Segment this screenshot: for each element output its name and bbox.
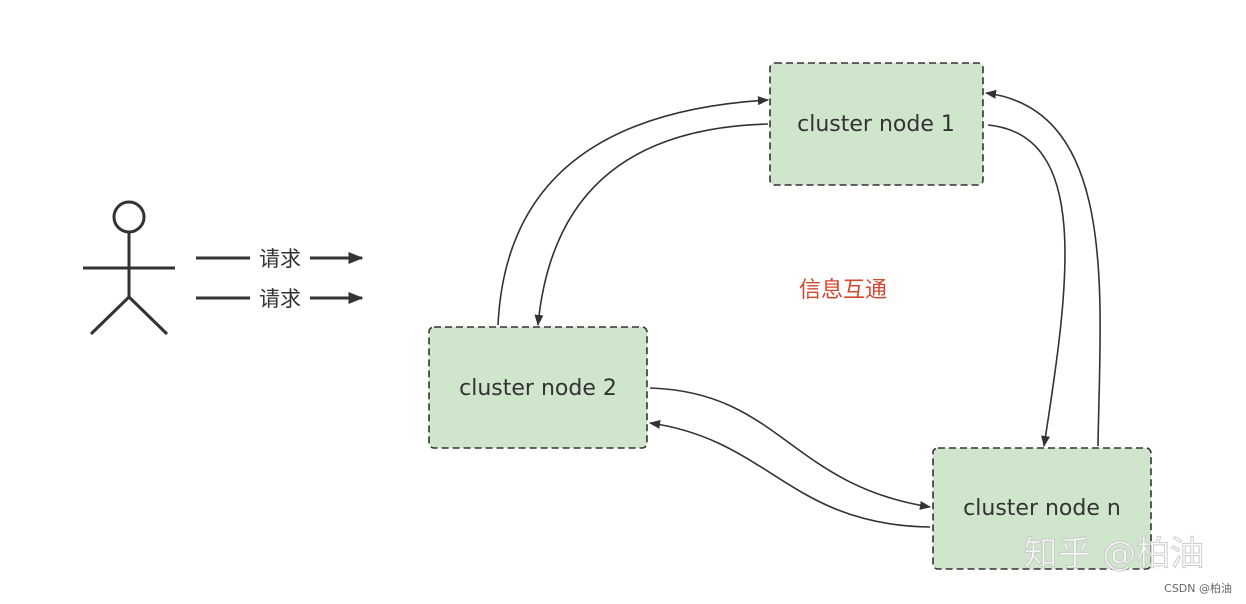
request-label-1: 请求 xyxy=(259,247,301,271)
info-exchange-label: 信息互通 xyxy=(799,278,887,303)
edge-n2-to-nn xyxy=(649,387,932,510)
request-arrow-2: 请求 xyxy=(196,287,364,311)
watermark-text: 知乎 @柏油 xyxy=(1024,534,1205,574)
edge-n1-to-n2 xyxy=(534,123,769,327)
credit-text: CSDN @柏油 xyxy=(1164,581,1232,595)
cluster-node-2-label: cluster node 2 xyxy=(459,376,617,401)
request-label-2: 请求 xyxy=(259,287,301,311)
request-arrow-1: 请求 xyxy=(196,247,364,271)
cluster-node-2: cluster node 2 xyxy=(428,326,648,449)
cluster-node-1-label: cluster node 1 xyxy=(797,112,955,137)
edge-nn-to-n2 xyxy=(648,419,931,528)
cluster-node-n-label: cluster node n xyxy=(963,496,1121,521)
edge-n2-to-n1 xyxy=(497,96,770,326)
edge-n1-to-nn xyxy=(987,124,1066,448)
cluster-node-1: cluster node 1 xyxy=(769,62,984,186)
cluster-node-n: cluster node n xyxy=(932,447,1152,570)
user-icon xyxy=(83,200,175,336)
edge-nn-to-n1 xyxy=(984,89,1101,447)
